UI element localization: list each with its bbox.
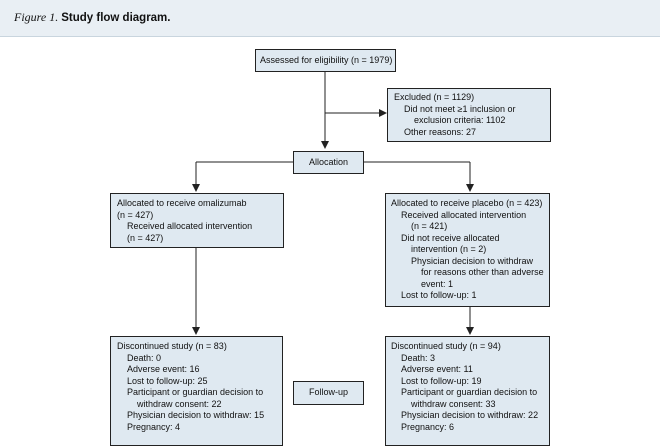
figure-number: Figure 1. [14,10,59,24]
figure-caption: Study flow diagram. [61,12,171,24]
disc-pla-line-6: Physician decision to withdraw: 22 [401,410,539,420]
disc-oma-line-2: Adverse event: 16 [127,364,200,374]
disc-pla-line-7: Pregnancy: 6 [401,421,455,432]
placebo-box: Allocated to receive placebo (n = 423) R… [385,193,550,307]
excluded-line-1: Did not meet ≥1 inclusion or [404,103,516,114]
excluded-box: Excluded (n = 1129) Did not meet ≥1 incl… [387,88,551,142]
disc-oma-line-3: Lost to follow-up: 25 [127,375,208,386]
disc-pla-line-4: Participant or guardian decision to [401,387,538,397]
placebo-line-5: Physician decision to withdraw [411,255,534,266]
placebo-line-2: (n = 421) [411,221,448,231]
placebo-line-1: Received allocated intervention [401,209,527,220]
followup-text: Follow-up [308,387,348,397]
disc-oma-line-1: Death: 0 [127,352,162,363]
placebo-line-3: Did not receive allocated [401,232,500,243]
disc-oma-line-7: Pregnancy: 4 [127,421,181,432]
excluded-line-2: exclusion criteria: 1102 [414,115,506,125]
assessed-box: Assessed for eligibility (n = 1979) [255,49,396,72]
excluded-line-3: Other reasons: 27 [404,126,477,137]
omalizumab-line-3: (n = 427) [127,232,164,243]
figure-header: Figure 1. Study flow diagram. [0,0,660,37]
flow-connectors [192,72,474,335]
omalizumab-line-0: Allocated to receive omalizumab [117,198,247,208]
placebo-line-4: intervention (n = 2) [411,244,487,254]
disc-oma-line-6: Physician decision to withdraw: 15 [127,410,265,420]
disc-pla-line-2: Adverse event: 11 [401,364,473,374]
disc-pla-line-0: Discontinued study (n = 94) [391,341,501,351]
disc-oma-line-4: Participant or guardian decision to [127,387,264,397]
placebo-line-7: event: 1 [421,278,454,289]
discontinued-placebo-box: Discontinued study (n = 94) Death: 3 Adv… [385,336,550,446]
allocation-box: Allocation [293,151,364,174]
disc-pla-line-3: Lost to follow-up: 19 [401,375,482,386]
omalizumab-line-2: Received allocated intervention [127,221,253,231]
excluded-line-0: Excluded (n = 1129) [394,92,475,102]
disc-oma-line-5: withdraw consent: 22 [137,398,222,409]
placebo-line-8: Lost to follow-up: 1 [401,290,477,300]
figure-title: Figure 1. Study flow diagram. [14,10,170,25]
placebo-line-6: for reasons other than adverse [421,267,544,277]
disc-pla-line-5: withdraw consent: 33 [411,398,496,409]
allocation-text: Allocation [308,157,349,167]
omalizumab-line-1: (n = 427) [117,209,154,220]
assessed-text: Assessed for eligibility (n = 1979) [260,55,393,65]
omalizumab-box: Allocated to receive omalizumab (n = 427… [110,193,284,248]
disc-oma-line-0: Discontinued study (n = 83) [117,341,227,351]
discontinued-omalizumab-box: Discontinued study (n = 83) Death: 0 Adv… [110,336,283,446]
followup-box: Follow-up [293,381,364,405]
disc-pla-line-1: Death: 3 [401,352,436,363]
placebo-line-0: Allocated to receive placebo (n = 423) [391,198,543,208]
